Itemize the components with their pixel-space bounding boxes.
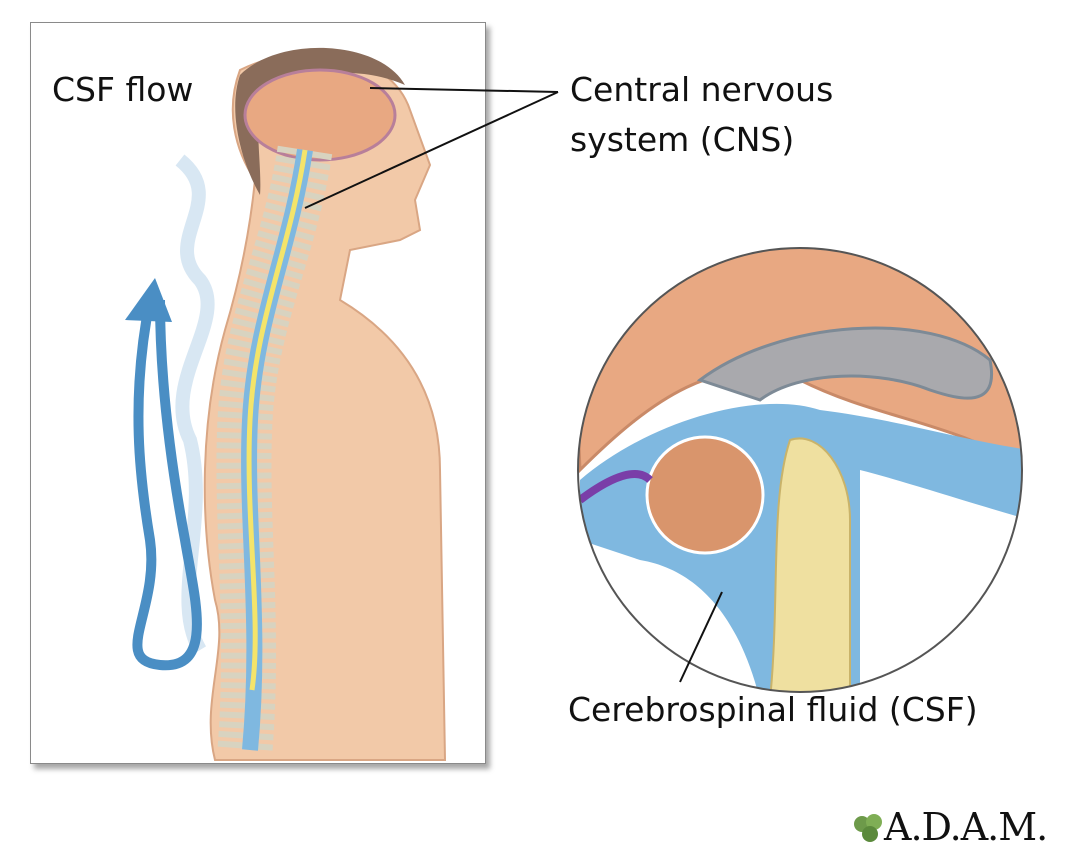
magnified-brain-view bbox=[578, 248, 1022, 692]
csf-label: Cerebrospinal fluid (CSF) bbox=[568, 690, 978, 729]
cns-leader-line-brain bbox=[369, 87, 559, 93]
cns-label-line2: system (CNS) bbox=[570, 120, 795, 159]
spinal-cord bbox=[246, 149, 308, 691]
brain-small bbox=[243, 68, 397, 162]
adam-leaf-logo-icon bbox=[854, 814, 882, 842]
csf-flow-arrow bbox=[132, 299, 202, 671]
magnified-circle-border bbox=[577, 247, 1023, 693]
adam-logo-text: A.D.A.M. bbox=[884, 805, 1048, 849]
cns-label-line1: Central nervous bbox=[570, 70, 834, 109]
csf-flow-label: CSF flow bbox=[52, 70, 194, 109]
adam-logo: A.D.A.M. bbox=[884, 805, 1048, 849]
cns-leader-line-spine bbox=[304, 91, 559, 209]
csf-leader-line bbox=[679, 591, 723, 683]
arrow-head-icon bbox=[125, 278, 172, 322]
